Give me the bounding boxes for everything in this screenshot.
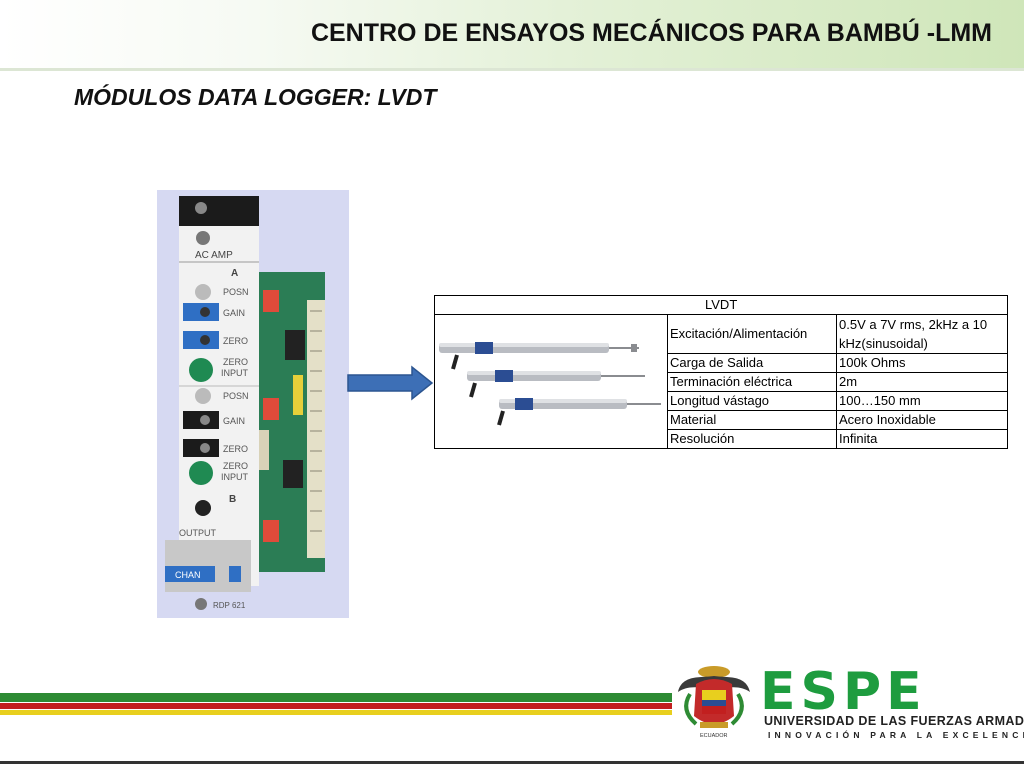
svg-text:INPUT: INPUT [221,472,249,482]
data-logger-module-photo: AC AMP A POSN GAIN ZERO ZERO INPUT POSN … [157,190,349,618]
module-channel-a: A [231,268,238,279]
svg-text:OUTPUT: OUTPUT [179,528,217,538]
svg-text:POSN: POSN [223,287,249,297]
footer-stripe-red [0,703,672,709]
svg-text:GAIN: GAIN [223,308,245,318]
row-value: 2m [836,372,1008,392]
row-label: Excitación/Alimentación [667,314,837,354]
svg-text:ZERO: ZERO [223,357,248,367]
espe-wordmark: ESPE [760,662,927,722]
footer-stripe-yellow [0,710,672,715]
right-arrow-icon [347,365,434,401]
footer-bottom-line [0,761,1024,764]
slide-header-title: CENTRO DE ENSAYOS MECÁNICOS PARA BAMBÚ -… [310,19,992,47]
slide-subtitle: MÓDULOS DATA LOGGER: LVDT [74,84,437,110]
header-divider [0,68,1024,71]
row-label: Resolución [667,429,837,449]
svg-text:RDP 621: RDP 621 [213,601,246,610]
university-name: UNIVERSIDAD DE LAS FUERZAS ARMADAS [764,714,1024,728]
row-value: Acero Inoxidable [836,410,1008,430]
table-header: LVDT [434,295,1008,315]
row-label: Terminación eléctrica [667,372,837,392]
row-value: 100…150 mm [836,391,1008,411]
svg-text:POSN: POSN [223,391,249,401]
lvdt-sensor-photo [434,314,668,449]
row-label: Longitud vástago [667,391,837,411]
university-motto: INNOVACIÓN PARA LA EXCELENCIA [768,730,1024,740]
lvdt-spec-table: LVDT [434,295,1008,449]
svg-text:ZERO: ZERO [223,336,248,346]
svg-text:B: B [229,494,236,505]
svg-text:CHAN: CHAN [175,570,201,580]
svg-text:INPUT: INPUT [221,368,249,378]
svg-text:ZERO: ZERO [223,461,248,471]
footer-stripe-green [0,693,672,702]
university-seal-logo [678,666,750,728]
module-label-top: AC AMP [195,250,233,261]
svg-text:GAIN: GAIN [223,416,245,426]
row-label: Material [667,410,837,430]
header-band [0,0,1024,68]
row-value: 100k Ohms [836,353,1008,373]
row-value: Infinita [836,429,1008,449]
seal-caption: ECUADOR [700,733,728,739]
svg-text:ZERO: ZERO [223,444,248,454]
row-label: Carga de Salida [667,353,837,373]
